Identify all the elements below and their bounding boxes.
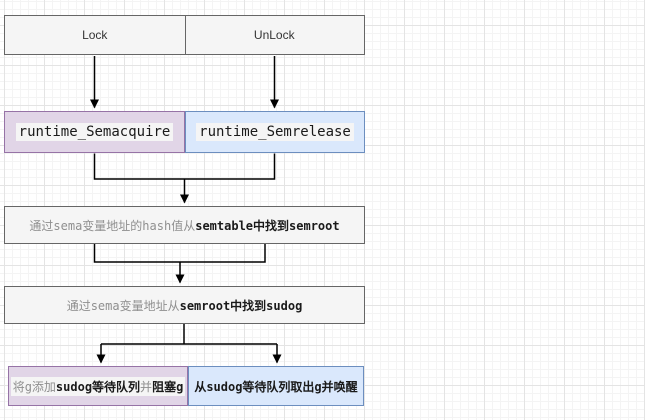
node-unlock: UnLock	[185, 16, 365, 54]
node-runtime-semrelease-label: runtime_Semrelease	[196, 123, 354, 141]
node-find-semroot: 通过sema变量地址的hash值从semtable中找到semroot	[4, 206, 365, 244]
node-lock-unlock-row: Lock UnLock	[4, 15, 365, 55]
node-block-g-label: 将g添加sudog等待队列并阻塞g	[10, 376, 186, 396]
node-block-g: 将g添加sudog等待队列并阻塞g	[8, 366, 188, 406]
node-wake-g-label: 从sudog等待队列取出g并唤醒	[194, 379, 358, 394]
node-unlock-label: UnLock	[253, 28, 295, 42]
node-lock: Lock	[5, 16, 185, 54]
node-runtime-semrelease: runtime_Semrelease	[185, 111, 365, 153]
node-find-sudog-label: 通过sema变量地址从semroot中找到sudog	[64, 295, 305, 315]
node-lock-label: Lock	[82, 28, 108, 42]
node-wake-g: 从sudog等待队列取出g并唤醒	[188, 366, 364, 406]
node-runtime-semacquire-label: runtime_Semacquire	[15, 123, 174, 141]
node-find-sudog: 通过sema变量地址从semroot中找到sudog	[4, 286, 365, 324]
connector-split	[101, 324, 277, 345]
node-find-semroot-label: 通过sema变量地址的hash值从semtable中找到semroot	[27, 215, 342, 235]
cell-divider	[184, 16, 186, 54]
node-runtime-semacquire: runtime_Semacquire	[4, 111, 185, 153]
connector-merge-2	[93, 244, 266, 263]
connector-merge-1	[93, 153, 276, 180]
